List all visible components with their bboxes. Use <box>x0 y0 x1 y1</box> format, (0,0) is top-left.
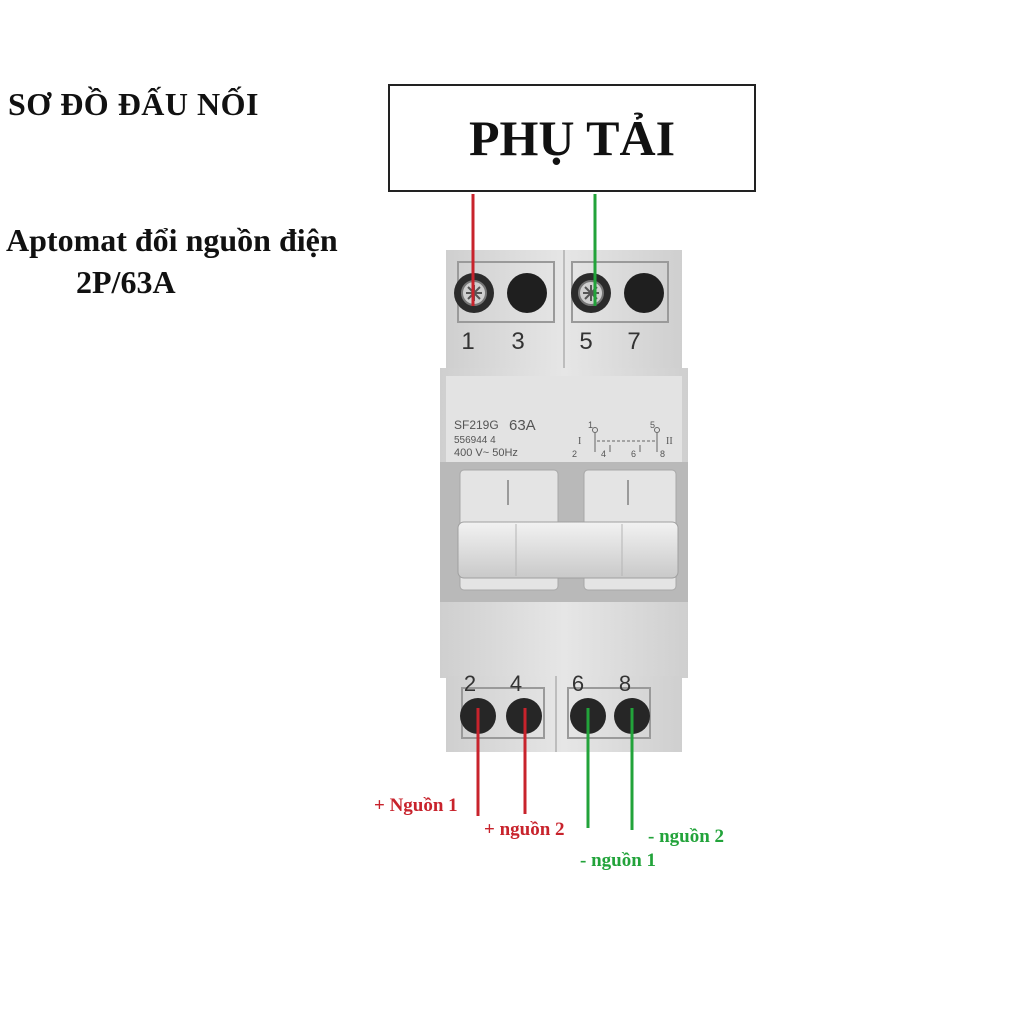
switch-schematic-icon <box>592 427 660 452</box>
load-box: PHỤ TẢI <box>388 84 756 192</box>
schematic-label-I: I <box>578 436 581 447</box>
breaker-label-plate <box>446 376 682 462</box>
device-rating: 2P/63A <box>76 264 176 300</box>
schematic-label-5: 5 <box>650 420 655 430</box>
terminal-label-8: 8 <box>619 671 631 696</box>
terminal-7-hole <box>624 273 664 313</box>
terminal-label-3: 3 <box>511 328 524 355</box>
load-label: PHỤ TẢI <box>468 110 676 166</box>
bottom-terminal-frame-right <box>567 687 651 739</box>
label-minus-source-2: - nguồn 2 <box>648 826 725 847</box>
model-line: SF219G <box>454 418 499 432</box>
terminal-label-6: 6 <box>572 671 584 696</box>
schematic-label-1: 1 <box>588 420 593 430</box>
label-plus-source-1: + Nguồn 1 <box>374 795 458 816</box>
schematic-label-6: 6 <box>631 449 636 459</box>
schematic-label-4: 4 <box>601 449 606 459</box>
schematic-label-II: II <box>666 436 673 447</box>
schematic-label-2: 2 <box>572 449 577 459</box>
terminal-label-7: 7 <box>627 328 640 355</box>
terminal-label-2: 2 <box>464 671 476 696</box>
voltage-line: 400 V~ 50Hz <box>454 447 518 459</box>
label-plus-source-2: + nguồn 2 <box>484 819 565 840</box>
rating-text: 63A <box>509 417 536 434</box>
terminal-3-hole <box>507 273 547 313</box>
device-name: Aptomat đổi nguồn điện <box>6 222 338 258</box>
terminal-label-4: 4 <box>510 671 522 696</box>
page-title: SƠ ĐỒ ĐẤU NỐI <box>8 86 259 122</box>
label-minus-source-1: - nguồn 1 <box>580 850 657 871</box>
terminal-label-1: 1 <box>461 328 474 355</box>
schematic-label-8: 8 <box>660 449 665 459</box>
terminal-label-5: 5 <box>579 328 592 355</box>
code-line: 556944 4 <box>454 435 496 446</box>
screw-terminal-icon <box>571 273 611 313</box>
switch-handle-bar <box>457 521 679 579</box>
